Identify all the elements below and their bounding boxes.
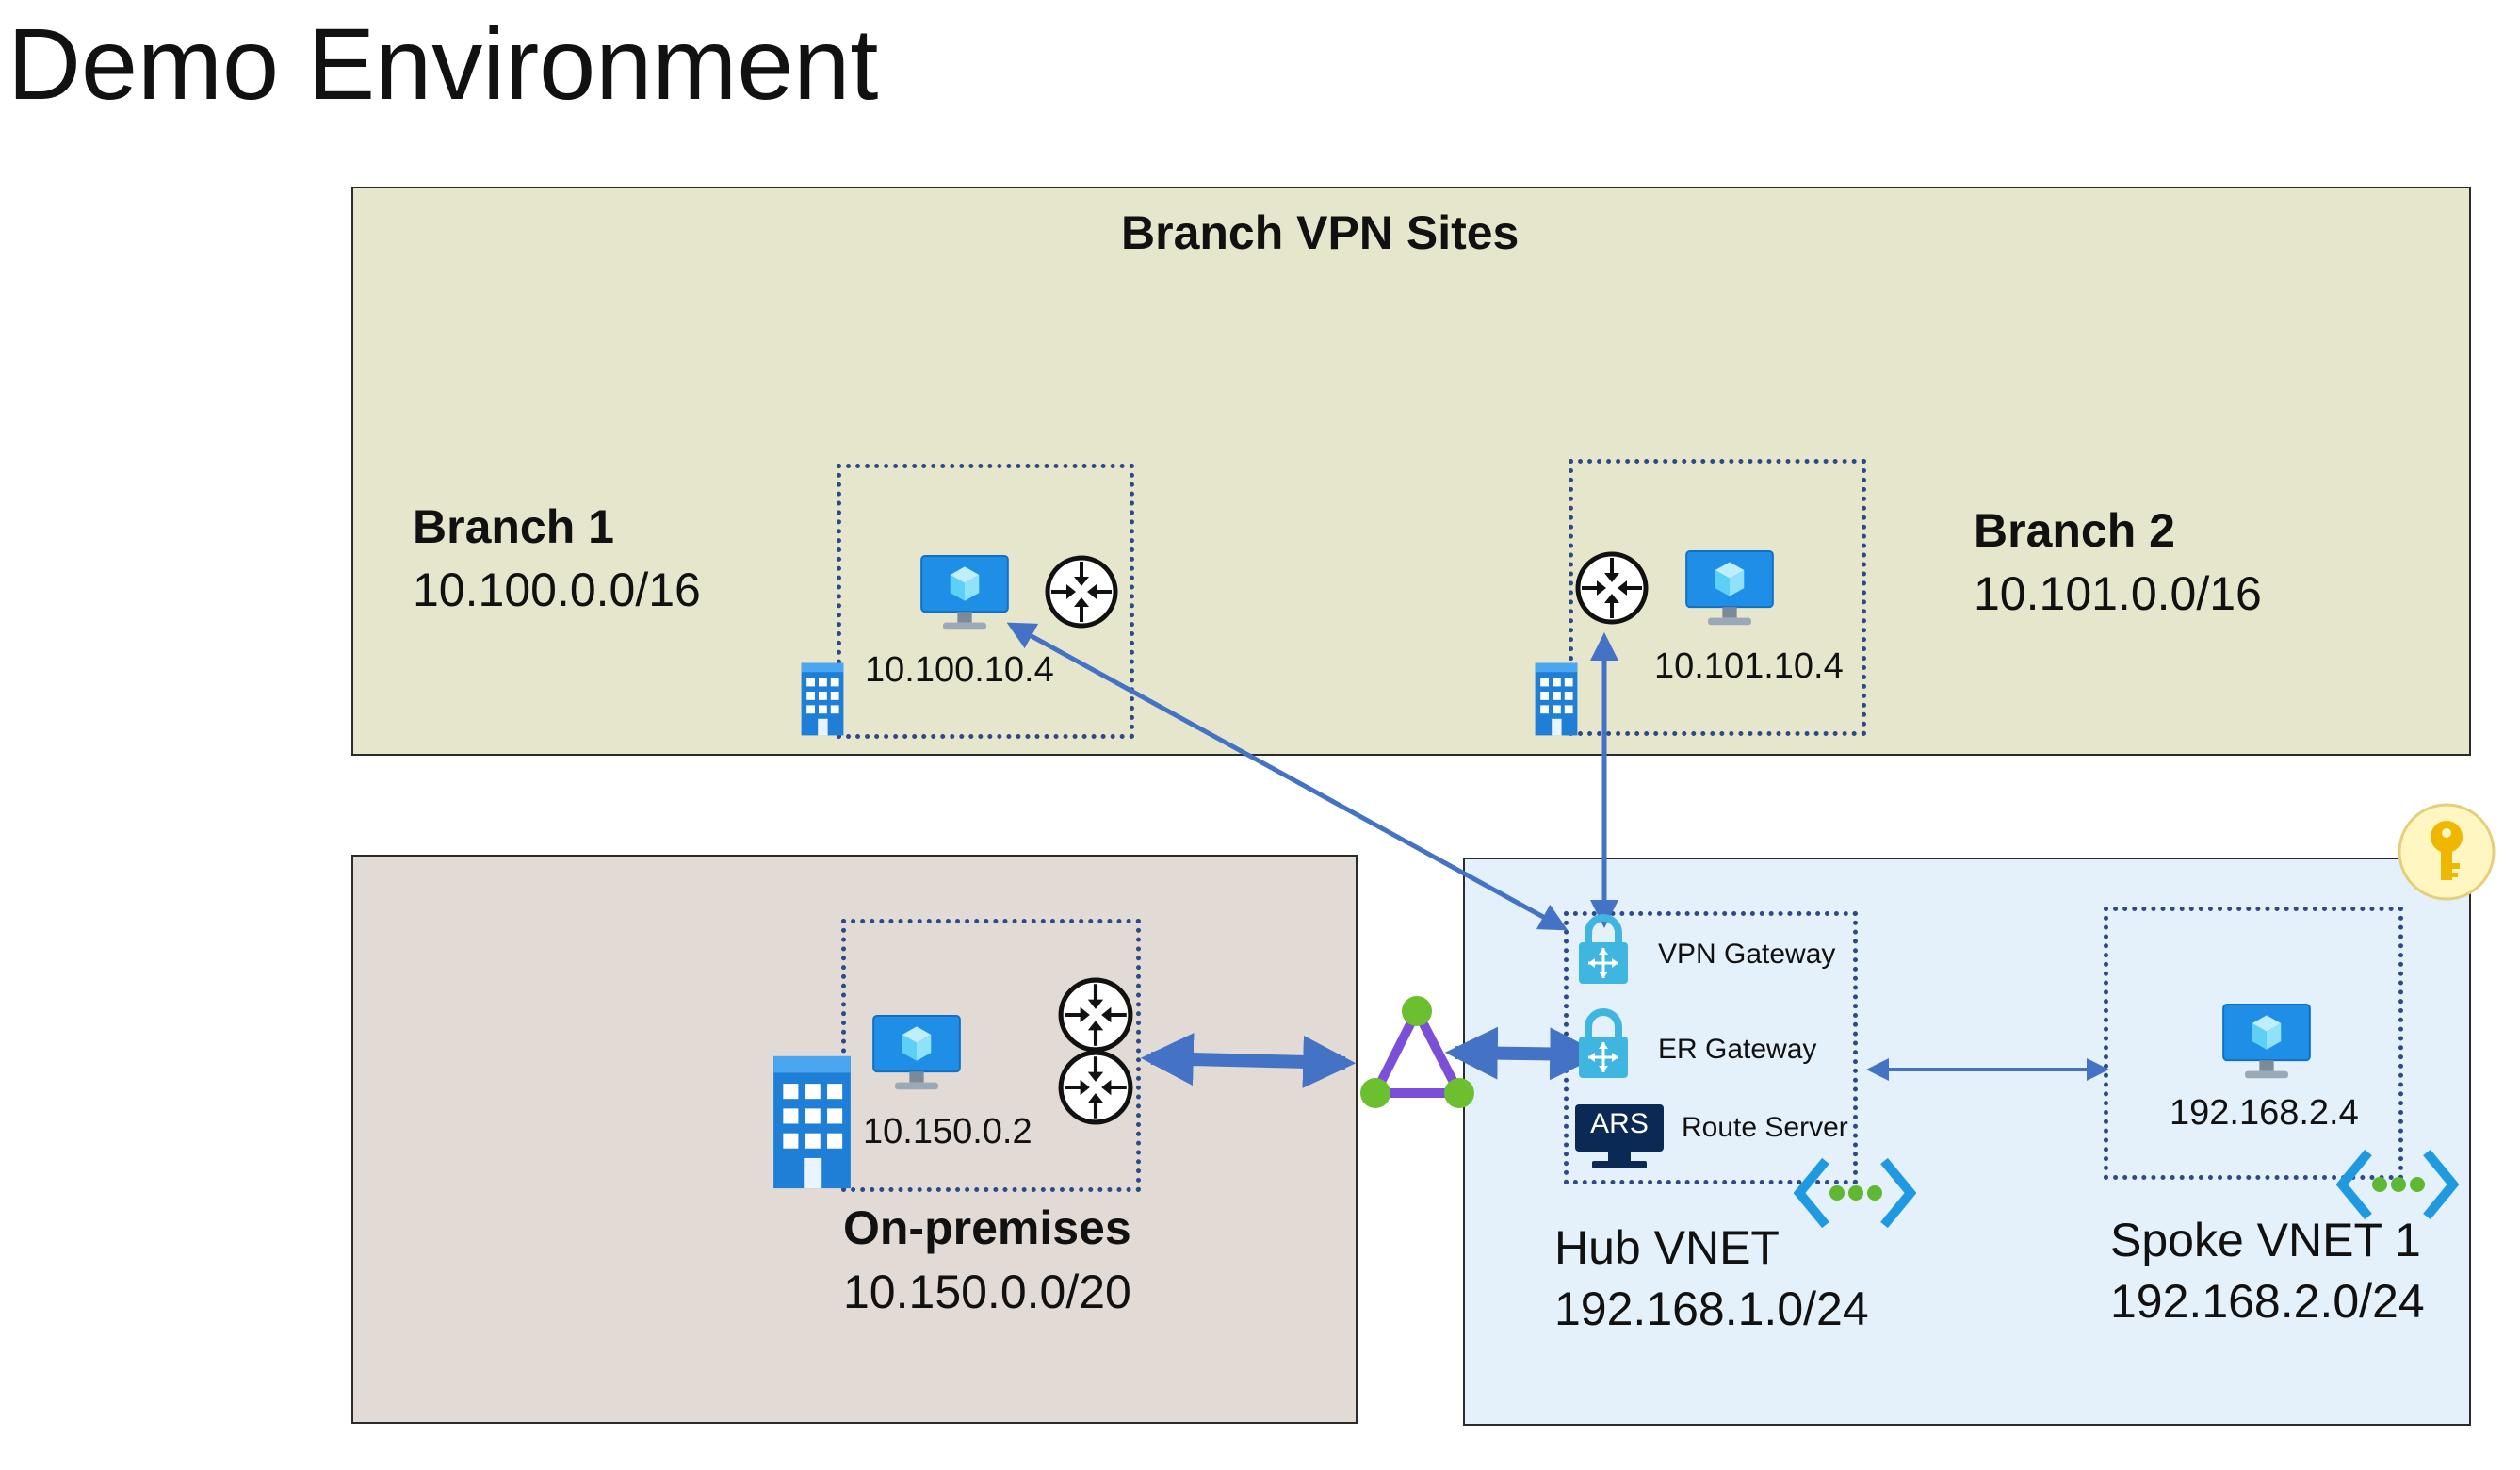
route-server-label: Route Server bbox=[1682, 1112, 1848, 1143]
onprem-panel bbox=[351, 855, 1358, 1424]
building-icon bbox=[801, 662, 844, 736]
vm-icon bbox=[1685, 549, 1774, 627]
hub-vnet-cidr: 192.168.1.0/24 bbox=[1554, 1282, 1869, 1335]
vm-icon bbox=[2222, 1003, 2311, 1080]
branch1-site-box bbox=[837, 464, 1134, 739]
onprem-name: On-premises bbox=[843, 1201, 1131, 1254]
spoke-vnet-cidr: 192.168.2.0/24 bbox=[2110, 1275, 2425, 1328]
vpn-gateway-label: VPN Gateway bbox=[1658, 939, 1836, 970]
vm-icon bbox=[920, 554, 1009, 631]
branch2-site-box bbox=[1569, 459, 1866, 736]
router-icon bbox=[1578, 554, 1646, 622]
branch2-cidr: 10.101.0.0/16 bbox=[1974, 567, 2262, 620]
page-title: Demo Environment bbox=[8, 7, 879, 121]
onprem-expressroute-link bbox=[1140, 1033, 1357, 1088]
spoke-vm-ip: 192.168.2.4 bbox=[2170, 1093, 2359, 1133]
er-gateway-icon bbox=[1579, 1012, 1628, 1078]
router-icon bbox=[1048, 558, 1115, 626]
vpn-gateway-icon bbox=[1579, 918, 1628, 984]
route-server-icon bbox=[1575, 1104, 1664, 1168]
branch2-name: Branch 2 bbox=[1974, 504, 2175, 557]
expressroute-hub-link bbox=[1444, 1026, 1603, 1081]
router-icon bbox=[1061, 980, 1130, 1050]
vnet-peering-icon bbox=[2342, 1152, 2453, 1217]
branch2-vm-ip: 10.101.10.4 bbox=[1654, 646, 1844, 686]
building-icon bbox=[773, 1055, 851, 1189]
building-icon bbox=[1535, 662, 1578, 736]
spoke-vnet-name: Spoke VNET 1 bbox=[2110, 1214, 2421, 1266]
onprem-site-box bbox=[841, 919, 1141, 1192]
hub-vnet-name: Hub VNET bbox=[1554, 1221, 1780, 1274]
key-vault-icon bbox=[2398, 803, 2496, 901]
spoke-vm-box bbox=[2104, 906, 2403, 1180]
er-gateway-label: ER Gateway bbox=[1658, 1034, 1817, 1065]
vm-icon bbox=[872, 1014, 961, 1091]
branch1-name: Branch 1 bbox=[413, 500, 614, 553]
branch-vpn-sites-header: Branch VPN Sites bbox=[1121, 206, 1520, 259]
expressroute-circuit-icon bbox=[1360, 996, 1474, 1108]
branch1-vpn-connection bbox=[1006, 622, 1569, 931]
onprem-vm-ip: 10.150.0.2 bbox=[863, 1112, 1032, 1152]
onprem-cidr: 10.150.0.0/20 bbox=[843, 1266, 1131, 1318]
router-icon bbox=[1061, 1053, 1130, 1122]
vnet-peering-icon bbox=[1799, 1161, 1910, 1225]
ars-badge: ARS bbox=[1590, 1108, 1649, 1139]
branch1-cidr: 10.100.0.0/16 bbox=[413, 564, 701, 616]
